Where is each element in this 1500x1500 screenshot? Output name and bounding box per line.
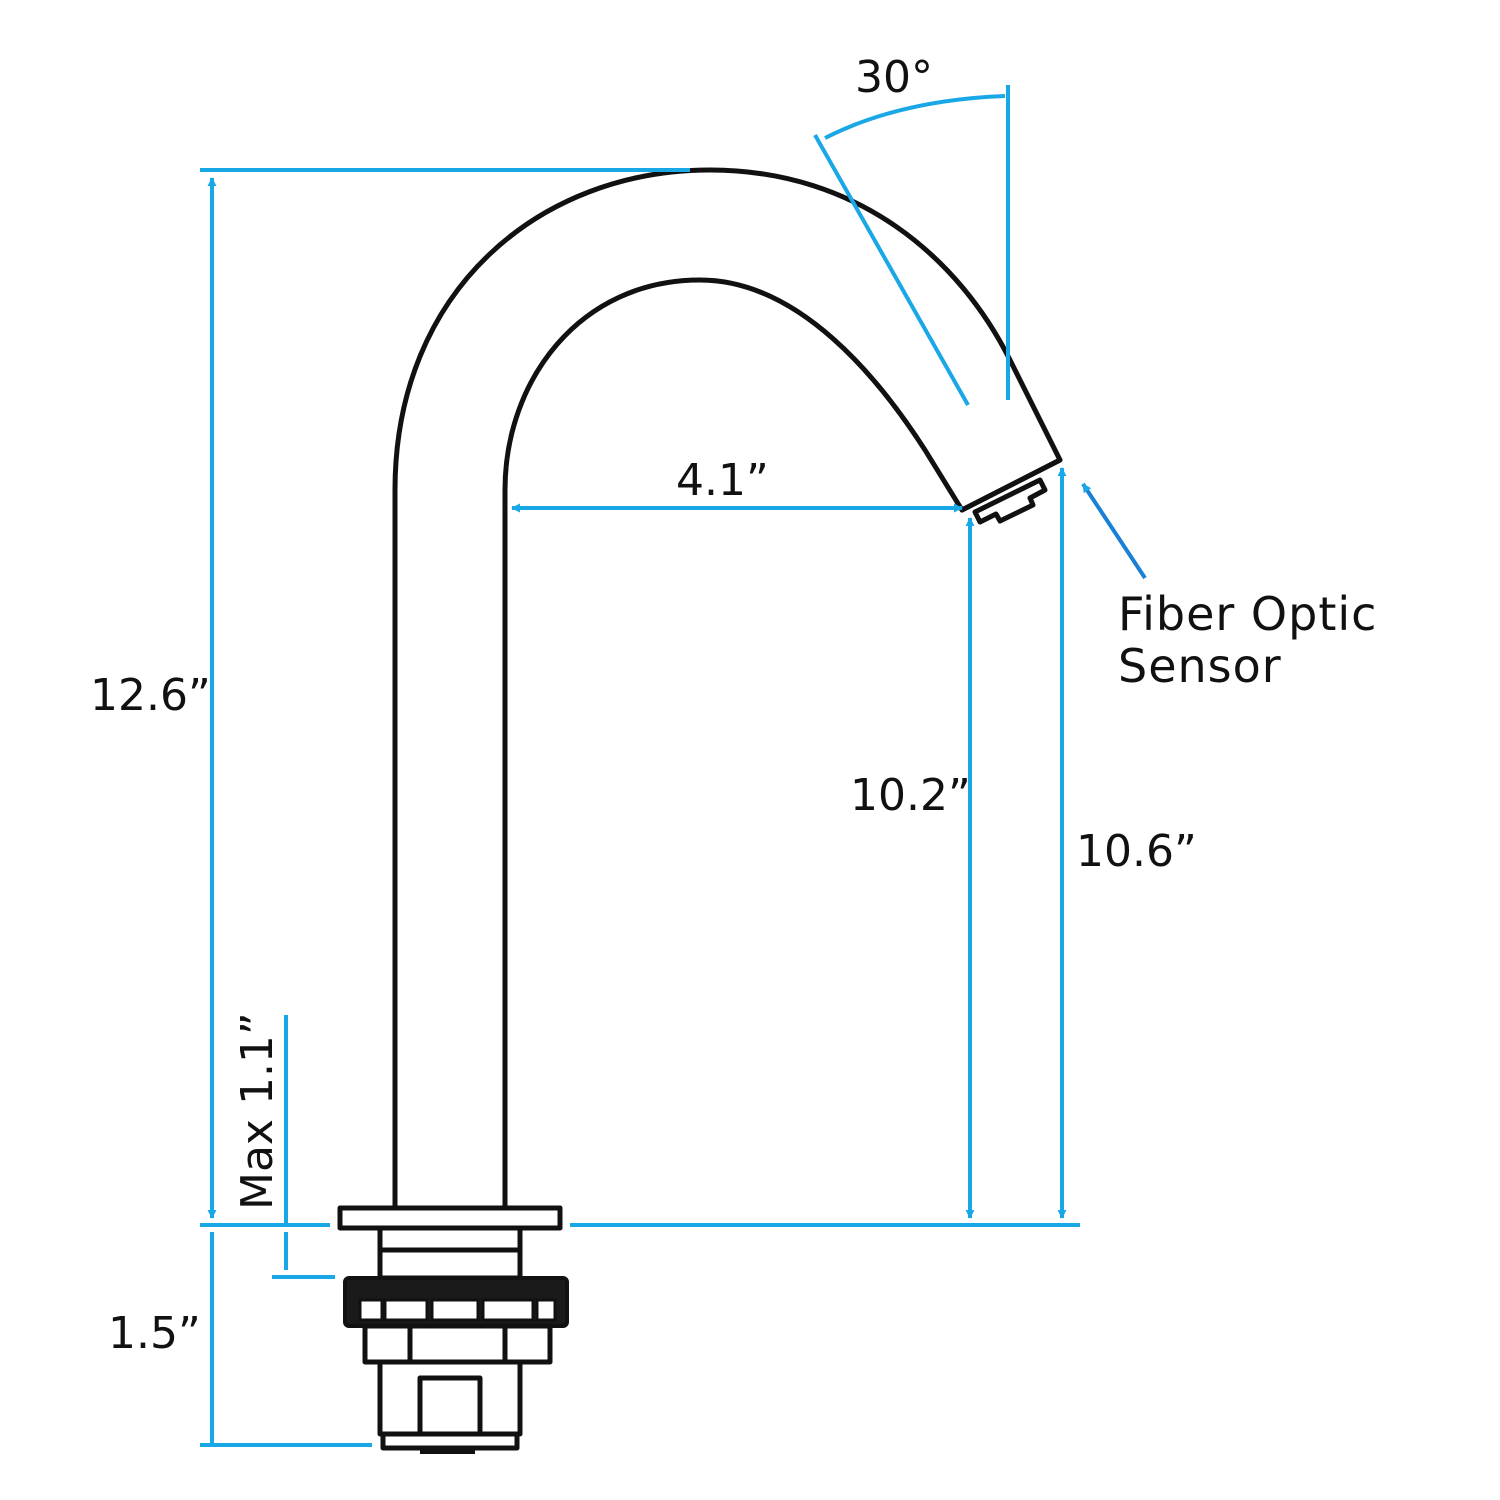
dimension-sensor-height: 10.6” bbox=[1057, 467, 1197, 1219]
deck-flange bbox=[337, 1205, 563, 1231]
sensor-label-line1: Fiber Optic bbox=[1118, 587, 1377, 641]
faucet-base bbox=[337, 1205, 569, 1454]
sensor-label-line2: Sensor bbox=[1118, 639, 1282, 693]
spout-outlet-tip bbox=[959, 457, 1063, 525]
dimension-angle: 30° bbox=[813, 52, 1010, 406]
dim-label-overall-height: 12.6” bbox=[90, 670, 211, 721]
dim-label-angle: 30° bbox=[855, 52, 933, 103]
dimension-outlet-height: 10.2” bbox=[850, 517, 975, 1219]
dim-label-reach: 4.1” bbox=[676, 455, 769, 506]
sensor-callout: Fiber Optic Sensor bbox=[1081, 482, 1377, 693]
sensor-pointer-arrow bbox=[1081, 482, 1147, 580]
dim-label-max-deck: Max 1.1” bbox=[232, 1012, 283, 1210]
dimension-max-deck: Max 1.1” bbox=[232, 1012, 335, 1279]
hex-nut bbox=[362, 1323, 553, 1365]
dim-label-shank-length: 1.5” bbox=[108, 1308, 201, 1359]
dimension-reach: 4.1” bbox=[511, 455, 963, 513]
dimension-overall-height: 12.6” bbox=[90, 168, 690, 1219]
angle-reference-tilted bbox=[813, 134, 970, 406]
bottom-fitting bbox=[380, 1431, 520, 1451]
dim-label-sensor-height: 10.6” bbox=[1076, 826, 1197, 877]
dim-label-outlet-height: 10.2” bbox=[850, 770, 971, 821]
base-body bbox=[377, 1225, 523, 1281]
faucet-spout bbox=[392, 167, 1063, 1213]
angle-arc bbox=[824, 94, 1006, 140]
dimension-shank-length: 1.5” bbox=[108, 1232, 372, 1447]
